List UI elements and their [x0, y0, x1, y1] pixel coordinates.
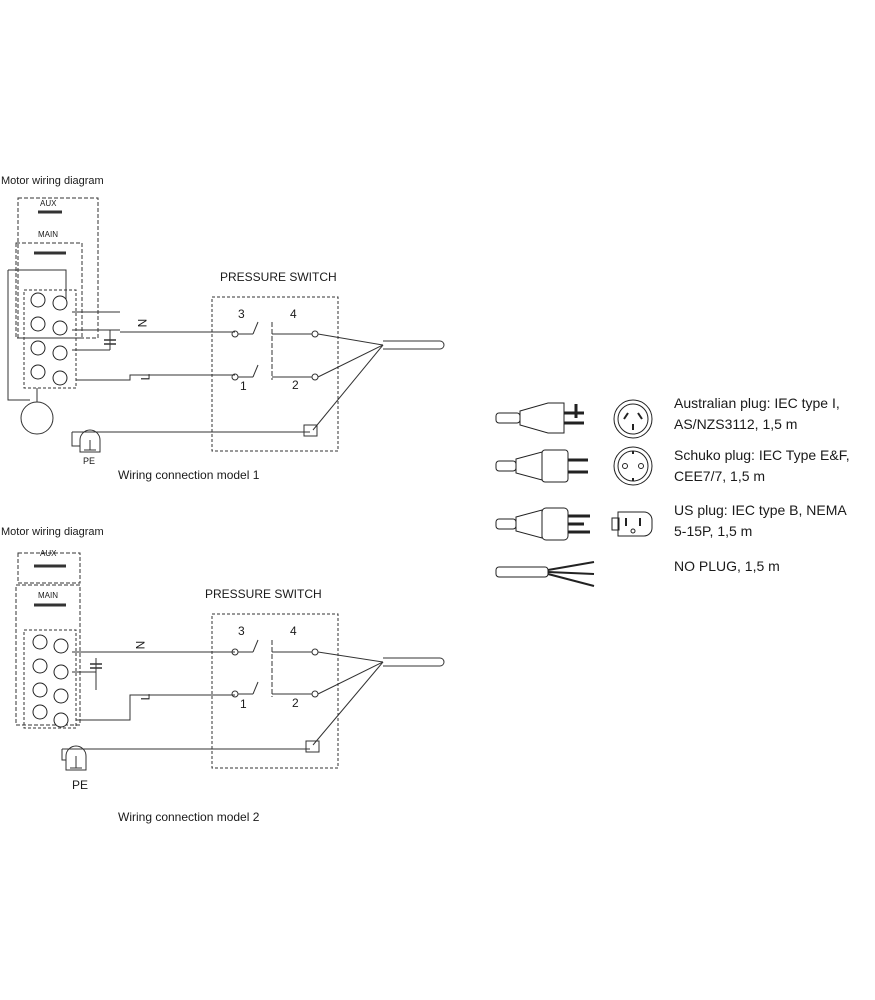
model1-terminal-4: 4 — [290, 307, 297, 321]
australian-plug-icon — [495, 402, 584, 434]
schuko-plug-line2: CEE7/7, 1,5 m — [674, 468, 766, 484]
model1-terminal-3: 3 — [238, 307, 245, 321]
model2-motor-block — [15, 552, 235, 729]
model2-switch-title: PRESSURE SWITCH — [205, 587, 322, 601]
australian-plug-line1: Australian plug: IEC type I, — [674, 395, 840, 411]
model1-l-label: L — [138, 373, 153, 381]
model2-pe-ground-icon — [65, 745, 87, 771]
model1-motor-title: Motor wiring diagram — [1, 175, 104, 187]
model1-pressure-switch — [211, 296, 445, 452]
schuko-plug-text: Schuko plug: IEC Type E&F, CEE7/7, 1,5 m — [674, 445, 875, 487]
model1-motor-block — [7, 197, 120, 435]
model1-n-label: N — [135, 318, 150, 328]
model1-switch-title: PRESSURE SWITCH — [220, 270, 337, 284]
model1-main-label: MAIN — [38, 230, 58, 239]
model1-terminals — [30, 292, 68, 386]
model1-pe-ground-icon — [79, 429, 101, 453]
us-socket-icon — [611, 511, 653, 537]
schuko-plug-line1: Schuko plug: IEC Type E&F, — [674, 447, 850, 463]
model2-aux-label: AUX — [40, 549, 57, 558]
model2-terminal-2: 2 — [292, 696, 299, 710]
model1-terminal-1: 1 — [240, 379, 247, 393]
model1-terminal-2: 2 — [292, 378, 299, 392]
schuko-socket-icon — [613, 446, 653, 486]
model2-terminals — [32, 634, 69, 728]
model1-caption: Wiring connection model 1 — [118, 468, 260, 482]
us-plug-line2: 5-15P, 1,5 m — [674, 523, 753, 539]
us-plug-text: US plug: IEC type B, NEMA 5-15P, 1,5 m — [674, 500, 875, 542]
model2-caption: Wiring connection model 2 — [118, 810, 260, 824]
model2-pressure-switch — [211, 613, 445, 769]
bare-wires-icon — [495, 561, 595, 587]
us-plug-icon — [495, 507, 590, 541]
australian-socket-icon — [613, 399, 653, 439]
model2-n-label: N — [133, 640, 148, 650]
us-plug-line1: US plug: IEC type B, NEMA — [674, 502, 847, 518]
model2-wires — [61, 694, 310, 761]
australian-plug-line2: AS/NZS3112, 1,5 m — [674, 416, 798, 432]
model1-aux-label: AUX — [40, 199, 57, 208]
schuko-plug-icon — [495, 449, 588, 483]
no-plug-text: NO PLUG, 1,5 m — [674, 556, 875, 577]
model1-pe-label: PE — [83, 456, 96, 466]
model2-main-label: MAIN — [38, 591, 58, 600]
model2-terminal-3: 3 — [238, 624, 245, 638]
model2-motor-title: Motor wiring diagram — [1, 526, 104, 538]
model2-terminal-4: 4 — [290, 624, 297, 638]
model2-pe-label: PE — [72, 778, 89, 792]
no-plug-line1: NO PLUG, 1,5 m — [674, 558, 780, 574]
australian-plug-text: Australian plug: IEC type I, AS/NZS3112,… — [674, 393, 875, 435]
model2-l-label: L — [138, 693, 153, 701]
model1-wires — [71, 331, 310, 447]
model2-terminal-1: 1 — [240, 697, 247, 711]
